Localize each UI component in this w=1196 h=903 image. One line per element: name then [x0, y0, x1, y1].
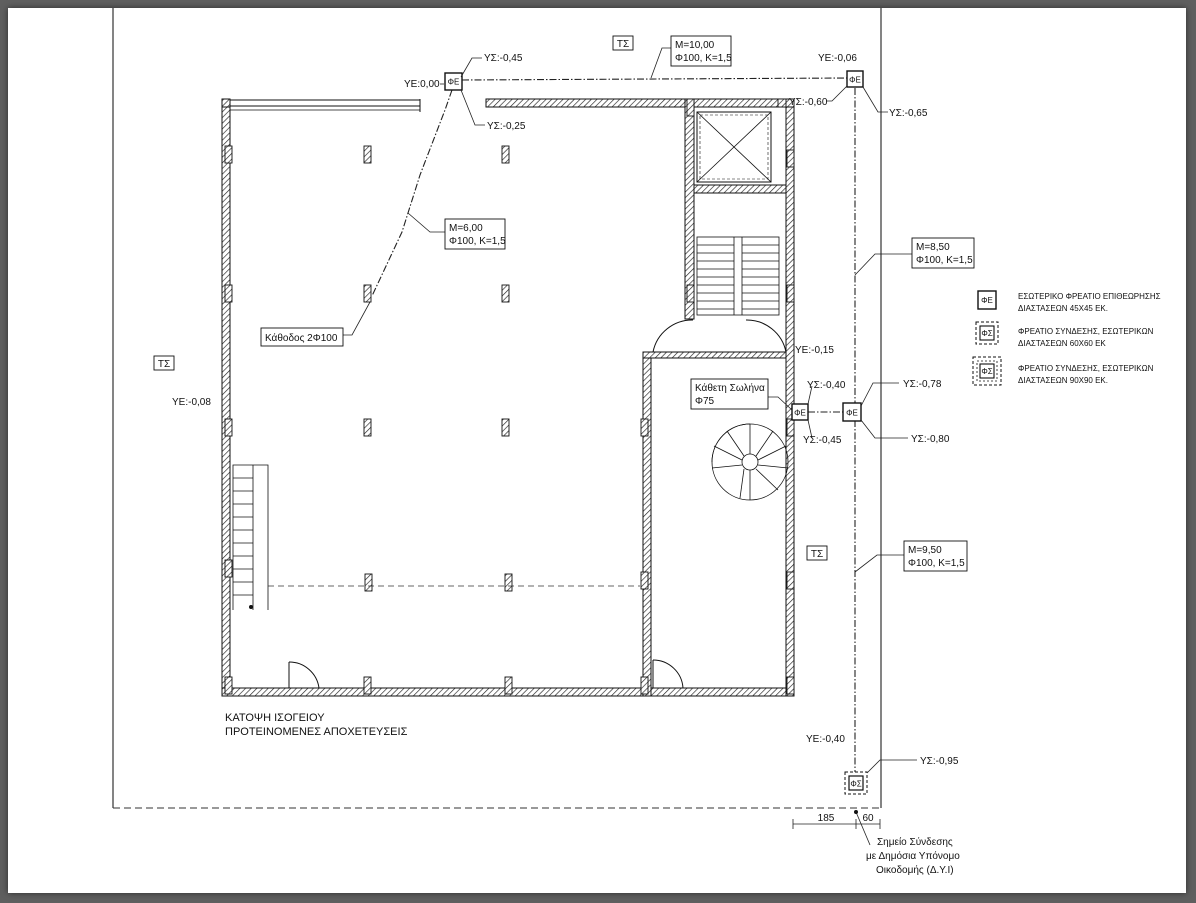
elevation-ys-078: ΥΣ:-0,78: [903, 379, 942, 390]
svg-text:ΦΕ: ΦΕ: [981, 296, 993, 305]
elevation-ys-025: ΥΣ:-0,25: [487, 121, 526, 132]
drawing-sheet: ΦΕ ΦΕ ΦΕ ΦΕ ΦΣ: [8, 8, 1186, 893]
elevation-ye-015: ΥΕ:-0,15: [795, 345, 834, 356]
svg-text:ΦΡΕΑΤΙΟ ΣΥΝΔΕΣΗΣ, ΕΣΩΤΕΡΙΚΩΝ: ΦΡΕΑΤΙΟ ΣΥΝΔΕΣΗΣ, ΕΣΩΤΕΡΙΚΩΝ: [1018, 364, 1154, 373]
pipe-label-diagonal: M=6,00 Φ100, K=1,5: [449, 223, 506, 247]
dimension-185: 185: [818, 813, 835, 824]
svg-text:ΚΑΤΟΨΗ ΙΣΟΓΕΙΟΥ: ΚΑΤΟΨΗ ΙΣΟΓΕΙΟΥ: [225, 712, 325, 724]
stairs: [232, 236, 789, 610]
svg-text:ΔΙΑΣΤΑΣΕΩΝ 60Χ60 ΕΚ: ΔΙΑΣΤΑΣΕΩΝ 60Χ60 ΕΚ: [1018, 339, 1106, 348]
svg-text:με Δημόσια Υπόνομο: με Δημόσια Υπόνομο: [866, 850, 960, 862]
svg-text:Κάθετη Σωλήνα: Κάθετη Σωλήνα: [695, 382, 765, 394]
pipe-label-right-upper: M=8,50 Φ100, K=1,5: [916, 242, 973, 266]
dimension-line: [792, 819, 881, 829]
svg-text:M=9,50: M=9,50: [908, 545, 942, 556]
svg-text:M=8,50: M=8,50: [916, 242, 950, 253]
elevation-ys-065: ΥΣ:-0,65: [889, 108, 928, 119]
elevation-ys-095: ΥΣ:-0,95: [920, 756, 959, 767]
svg-text:ΦΣ: ΦΣ: [981, 367, 992, 376]
drain-pipes: [371, 77, 856, 772]
terrain-marker-left: ΤΣ: [158, 359, 170, 370]
label-boxes: [153, 35, 975, 572]
svg-text:ΦΣ: ΦΣ: [981, 329, 992, 338]
svg-text:Φ100, K=1,5: Φ100, K=1,5: [449, 236, 506, 247]
legend-item-connection-60: ΦΣ ΦΡΕΑΤΙΟ ΣΥΝΔΕΣΗΣ, ΕΣΩΤΕΡΙΚΩΝ ΔΙΑΣΤΑΣΕ…: [975, 321, 1154, 348]
svg-text:Φ100, K=1,5: Φ100, K=1,5: [916, 255, 973, 266]
chamber-top-right: ΦΕ: [846, 70, 864, 88]
pipe-label-right-lower: M=9,50 Φ100, K=1,5: [908, 545, 965, 569]
svg-text:ΕΣΩΤΕΡΙΚΟ ΦΡΕΑΤΙΟ ΕΠΙΘΕΩΡΗΣΗΣ: ΕΣΩΤΕΡΙΚΟ ΦΡΕΑΤΙΟ ΕΠΙΘΕΩΡΗΣΗΣ: [1018, 292, 1161, 301]
svg-text:ΦΡΕΑΤΙΟ ΣΥΝΔΕΣΗΣ, ΕΣΩΤΕΡΙΚΩΝ: ΦΡΕΑΤΙΟ ΣΥΝΔΕΣΗΣ, ΕΣΩΤΕΡΙΚΩΝ: [1018, 327, 1154, 336]
doors: [288, 319, 787, 689]
elevation-ys-040: ΥΣ:-0,40: [807, 380, 846, 391]
downpipe-label: Κάθοδος 2Φ100: [265, 332, 338, 344]
svg-text:ΦΕ: ΦΕ: [846, 409, 858, 418]
svg-text:Οικοδομής (Δ.Υ.Ι): Οικοδομής (Δ.Υ.Ι): [876, 864, 954, 876]
elevation-labels: ΥΕ:0,00 ΥΣ:-0,45 ΥΣ:-0,25 ΥΕ:-0,06 ΥΣ:-0…: [172, 53, 959, 767]
floor-plan-drawing: ΦΕ ΦΕ ΦΕ ΦΕ ΦΣ: [112, 8, 1161, 876]
chamber-vertical-pipe: ΦΕ: [791, 403, 809, 421]
elevation-ye-040: ΥΕ:-0,40: [806, 734, 845, 745]
chamber-right-middle: ΦΕ: [842, 402, 862, 422]
svg-text:Φ100, K=1,5: Φ100, K=1,5: [675, 53, 732, 64]
svg-text:M=6,00: M=6,00: [449, 223, 483, 234]
svg-text:ΔΙΑΣΤΑΣΕΩΝ 90Χ90 ΕΚ.: ΔΙΑΣΤΑΣΕΩΝ 90Χ90 ΕΚ.: [1018, 376, 1108, 385]
leader-lines: [343, 47, 917, 846]
svg-text:ΦΕ: ΦΕ: [448, 78, 460, 87]
svg-text:ΦΕ: ΦΕ: [849, 76, 861, 85]
connection-note: Σημείο Σύνδεσης με Δημόσια Υπόνομο Οικοδ…: [866, 836, 960, 876]
elevation-ys-045-top: ΥΣ:-0,45: [484, 53, 523, 64]
svg-text:M=10,00: M=10,00: [675, 40, 715, 51]
chamber-top-left: ΦΕ: [444, 72, 463, 91]
terrain-marker-right: ΤΣ: [811, 549, 823, 560]
elevation-ys-045-mid: ΥΣ:-0,45: [803, 435, 842, 446]
elevation-ye-008: ΥΕ:-0,08: [172, 397, 211, 408]
svg-text:Φ100, K=1,5: Φ100, K=1,5: [908, 558, 965, 569]
elevation-ys-080: ΥΣ:-0,80: [911, 434, 950, 445]
svg-text:ΦΣ: ΦΣ: [850, 780, 861, 789]
columns: [224, 98, 795, 695]
connection-chamber: ΦΣ: [844, 771, 868, 795]
svg-text:Σημείο Σύνδεσης: Σημείο Σύνδεσης: [877, 836, 953, 848]
legend-item-connection-90: ΦΣ ΦΡΕΑΤΙΟ ΣΥΝΔΕΣΗΣ, ΕΣΩΤΕΡΙΚΩΝ ΔΙΑΣΤΑΣΕ…: [972, 356, 1154, 386]
svg-text:ΦΕ: ΦΕ: [794, 409, 806, 418]
elevation-ys-060: ΥΣ:-0,60: [789, 97, 828, 108]
elevation-ye-006: ΥΕ:-0,06: [818, 53, 857, 64]
elevation-ye-000: ΥΕ:0,00: [404, 79, 440, 90]
connection-point: [854, 810, 858, 814]
pipe-label-top: M=10,00 Φ100, K=1,5: [675, 40, 732, 64]
terrain-marker-top: ΤΣ: [617, 39, 629, 50]
legend-item-inspection: ΦΕ ΕΣΩΤΕΡΙΚΟ ΦΡΕΑΤΙΟ ΕΠΙΘΕΩΡΗΣΗΣ ΔΙΑΣΤΑΣ…: [977, 290, 1161, 313]
vertical-pipe-label: Κάθετη Σωλήνα Φ75: [695, 382, 765, 407]
drawing-title: ΚΑΤΟΨΗ ΙΣΟΓΕΙΟΥ ΠΡΟΤΕΙΝΟΜΕΝΕΣ ΑΠΟΧΕΤΕΥΣΕ…: [225, 712, 408, 738]
svg-text:Φ75: Φ75: [695, 396, 715, 407]
plot-boundary: [112, 8, 882, 809]
svg-text:ΔΙΑΣΤΑΣΕΩΝ 45Χ45 ΕΚ.: ΔΙΑΣΤΑΣΕΩΝ 45Χ45 ΕΚ.: [1018, 304, 1108, 313]
dimension-60: 60: [862, 813, 874, 824]
legend: ΦΕ ΕΣΩΤΕΡΙΚΟ ΦΡΕΑΤΙΟ ΕΠΙΘΕΩΡΗΣΗΣ ΔΙΑΣΤΑΣ…: [972, 290, 1161, 386]
svg-text:ΠΡΟΤΕΙΝΟΜΕΝΕΣ ΑΠΟΧΕΤΕΥΣΕΙΣ: ΠΡΟΤΕΙΝΟΜΕΝΕΣ ΑΠΟΧΕΤΕΥΣΕΙΣ: [225, 726, 408, 738]
